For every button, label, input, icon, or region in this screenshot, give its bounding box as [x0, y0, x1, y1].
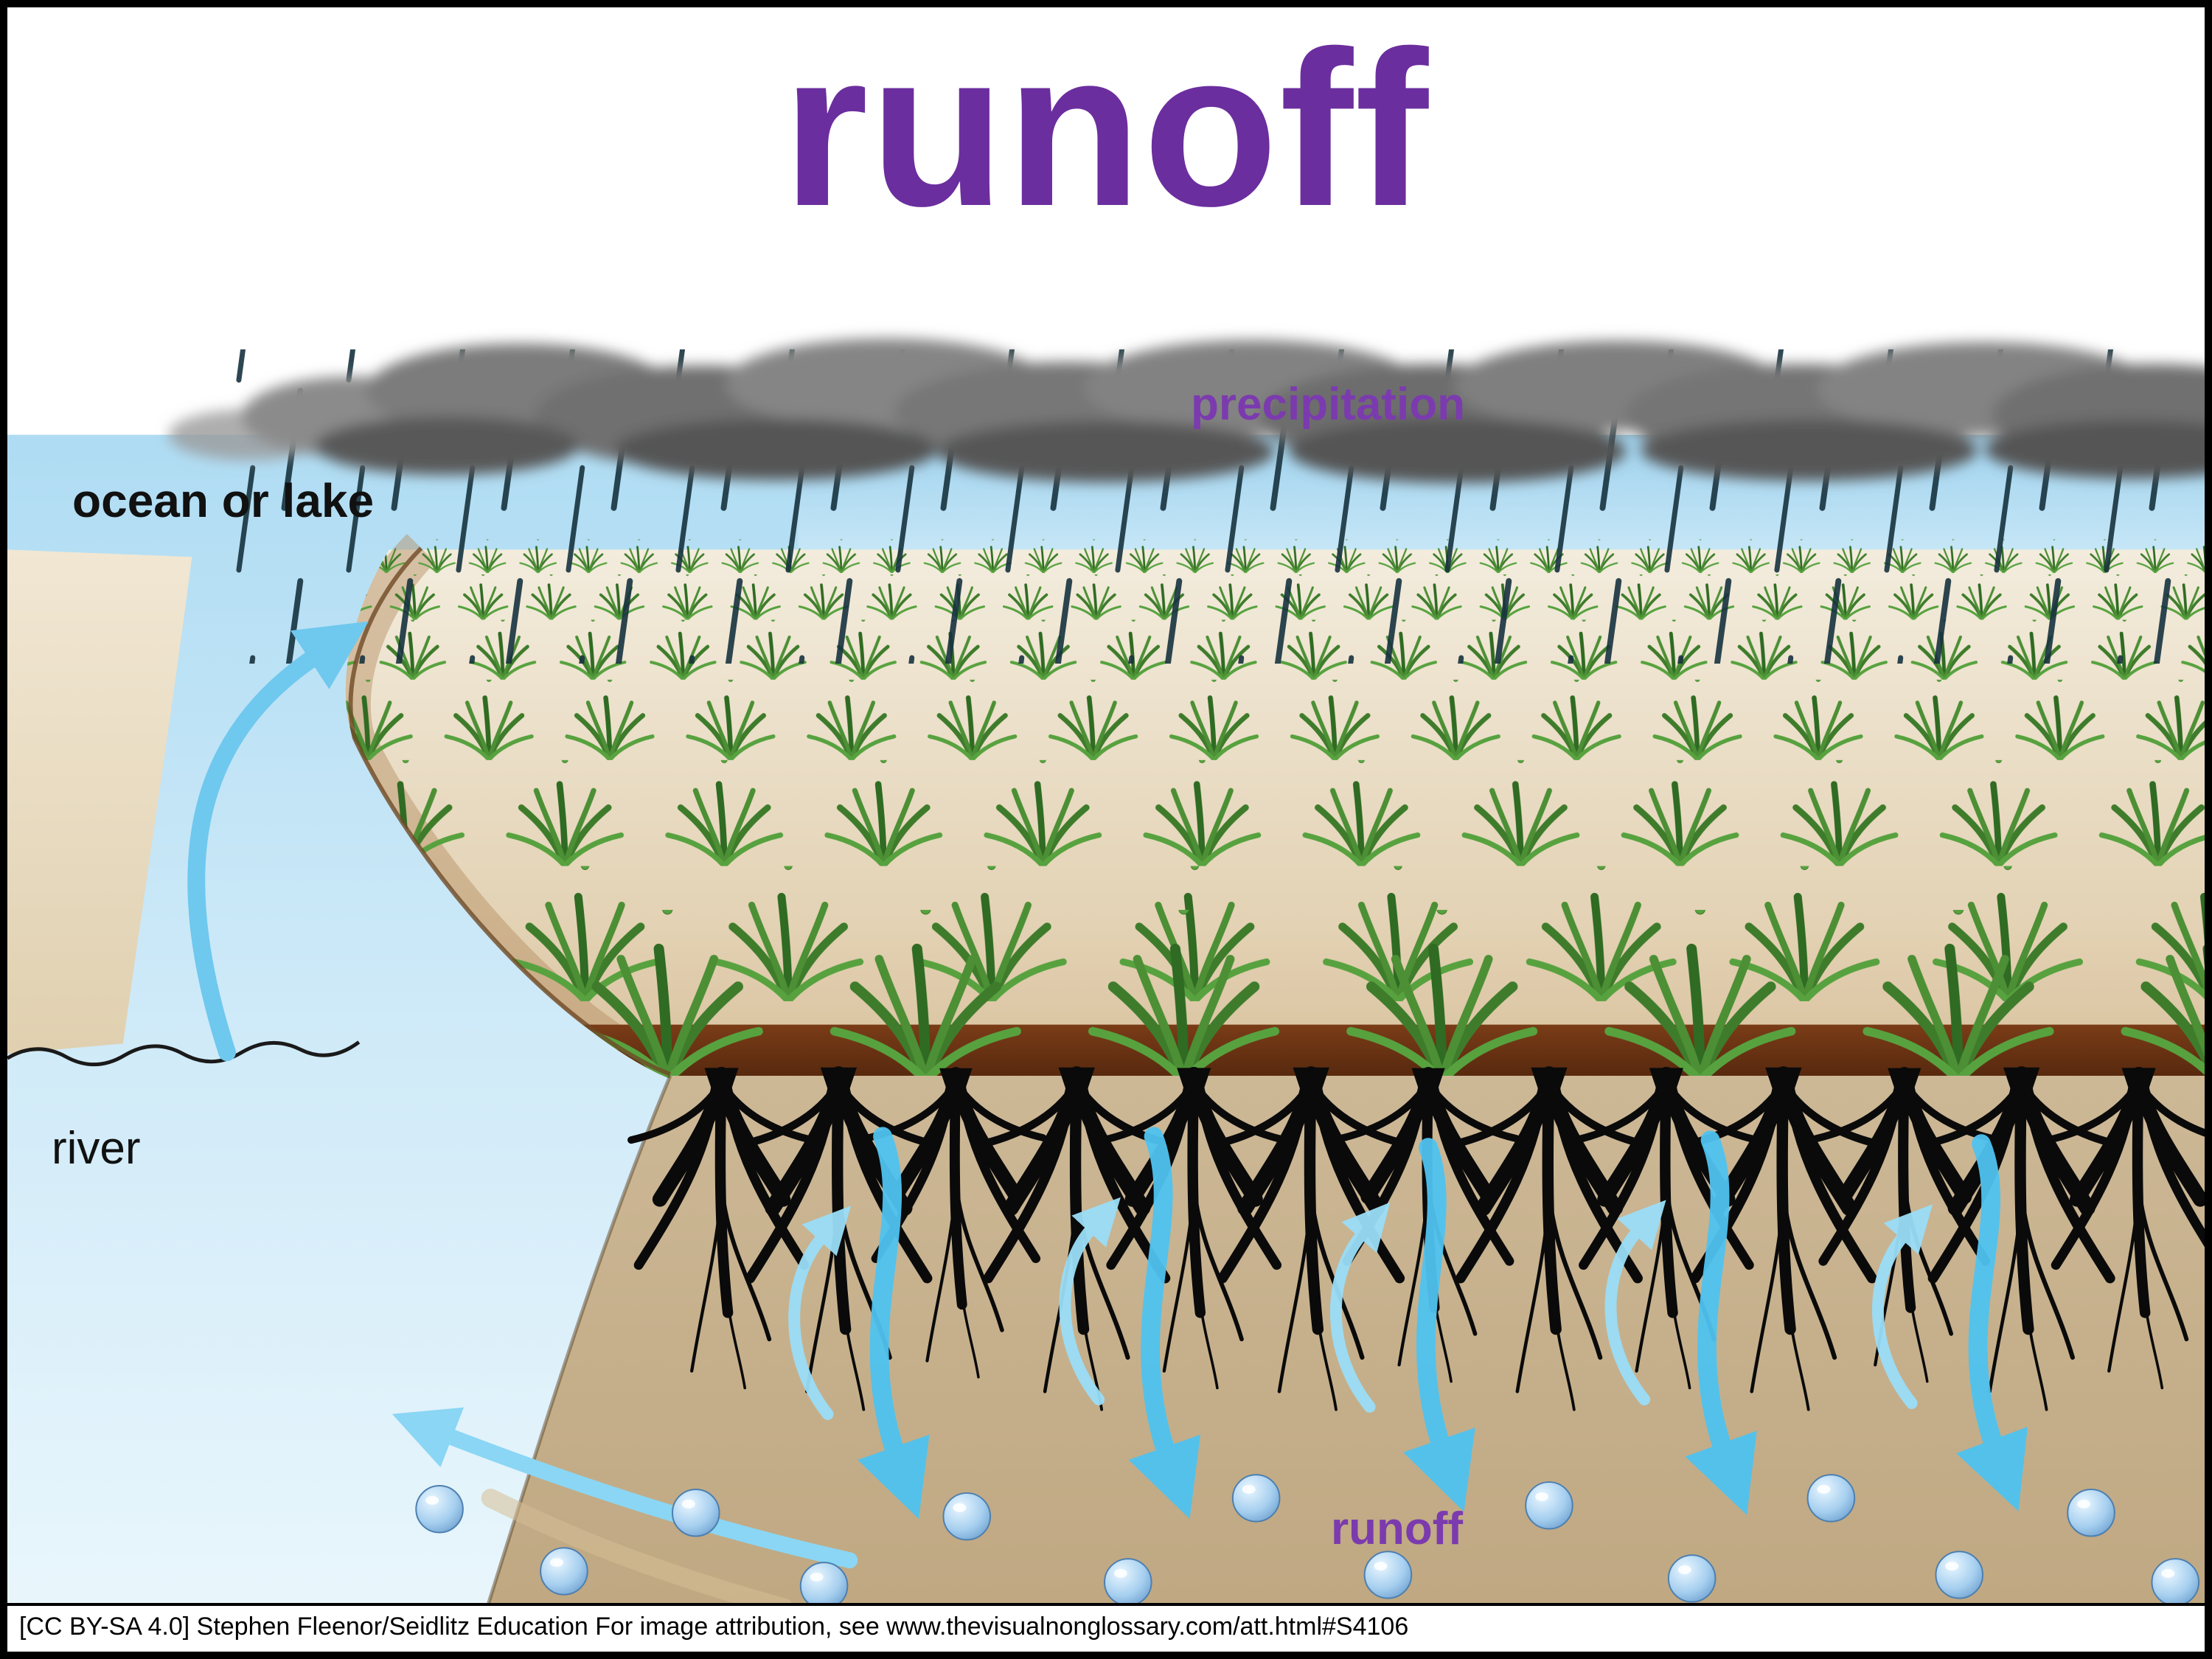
runoff-illustration — [7, 7, 2205, 1652]
shoreline-wave — [7, 1040, 361, 1067]
label-ocean-or-lake: ocean or lake — [72, 474, 375, 527]
label-precipitation: precipitation — [1191, 379, 1466, 430]
attribution-text: [CC BY-SA 4.0] Stephen Fleenor/Seidlitz … — [19, 1613, 1409, 1641]
label-river: river — [52, 1123, 141, 1174]
label-runoff: runoff — [1331, 1503, 1464, 1554]
attribution-bar: [CC BY-SA 4.0] Stephen Fleenor/Seidlitz … — [7, 1603, 2205, 1652]
storm-cloud — [168, 338, 2205, 484]
shore-bank — [7, 549, 192, 1054]
page-title: runoff — [782, 4, 1430, 252]
runoff-arrows — [187, 621, 2028, 1618]
